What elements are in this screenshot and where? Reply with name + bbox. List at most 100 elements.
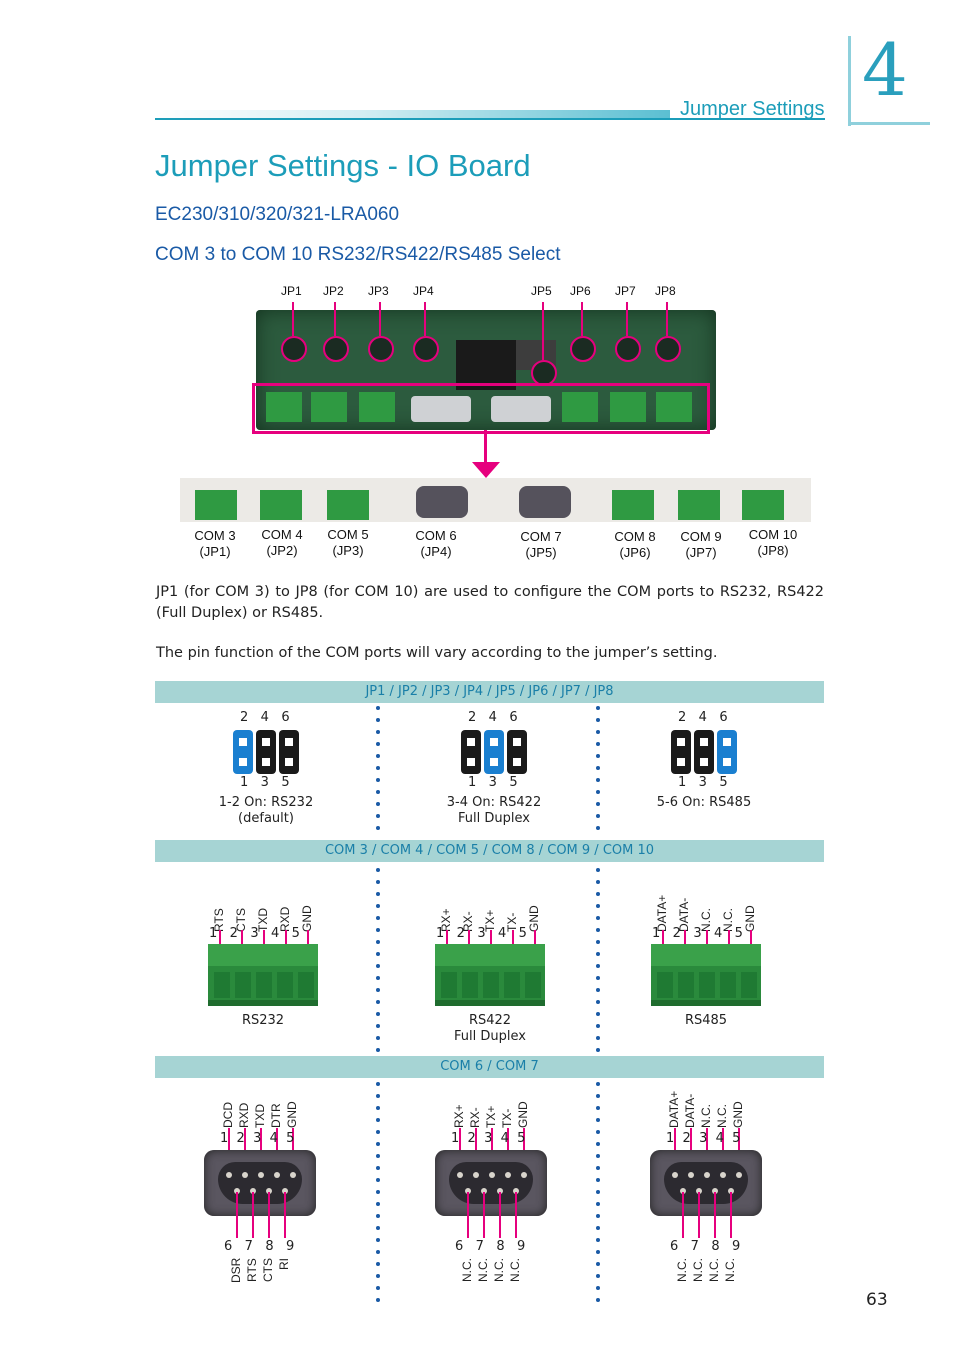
jumper-leader-line xyxy=(292,302,294,336)
divider-dot xyxy=(376,904,380,908)
terminal-signal-label: TX+ xyxy=(483,909,497,932)
divider-dot xyxy=(376,1238,380,1242)
jumper-cap-off xyxy=(694,730,714,774)
db9-pin xyxy=(234,1188,240,1194)
divider-dot xyxy=(596,790,600,794)
divider-dot xyxy=(376,1154,380,1158)
terminal-block-body xyxy=(435,966,545,1006)
board-terminal xyxy=(359,392,395,422)
divider-dot xyxy=(376,718,380,722)
com-port-name: COM 10 xyxy=(748,527,798,542)
jumper-pin-numbers-bottom: 1 3 5 xyxy=(678,775,728,790)
arrow-shaft xyxy=(484,430,487,464)
divider-dot xyxy=(596,730,600,734)
jumper-leader-line xyxy=(379,302,381,336)
jumper-leader-line xyxy=(626,302,628,336)
divider-dot xyxy=(596,1250,600,1254)
board-terminal xyxy=(562,392,598,422)
terminal-signal-label: RX- xyxy=(461,911,475,932)
page-number: 63 xyxy=(866,1290,888,1310)
db9-top-pin-numbers: 1 2 3 4 5 xyxy=(666,1131,741,1146)
terminal-screw xyxy=(462,972,478,998)
divider-dot xyxy=(596,1274,600,1278)
divider-dot xyxy=(376,1118,380,1122)
jumper-pin-numbers-top: 2 4 6 xyxy=(240,710,290,725)
db9-bottom-pin-line xyxy=(730,1192,732,1238)
db9-pin xyxy=(266,1188,272,1194)
db9-face xyxy=(449,1162,533,1204)
db9-bottom-pin-numbers: 6 7 8 9 xyxy=(224,1239,295,1254)
divider-dot xyxy=(376,868,380,872)
divider-dot xyxy=(376,880,380,884)
jumper-pin xyxy=(239,758,247,766)
jumper-pin xyxy=(513,758,521,766)
terminal-screw xyxy=(277,972,293,998)
divider-dot xyxy=(596,1048,600,1052)
divider-dot xyxy=(596,952,600,956)
jumper-pin xyxy=(490,738,498,746)
com-port-jumper: (JP6) xyxy=(619,545,651,560)
db9-pin xyxy=(242,1172,248,1178)
db9-bottom-pin-line xyxy=(252,1192,254,1238)
divider-dot xyxy=(596,1130,600,1134)
com-port-name: COM 9 xyxy=(680,529,722,544)
terminal-block-top xyxy=(208,944,318,968)
db9-bottom-pin-line xyxy=(499,1192,501,1238)
terminal-screw xyxy=(256,972,272,998)
com-port-label: COM 10(JP8) xyxy=(738,527,808,559)
divider-dot xyxy=(376,988,380,992)
jumper-cap-on xyxy=(717,730,737,774)
divider-dot xyxy=(376,1190,380,1194)
db9-pin xyxy=(672,1172,678,1178)
divider-dot xyxy=(376,1130,380,1134)
jumper-marker-3 xyxy=(368,336,394,362)
jumper-marker-4 xyxy=(413,336,439,362)
divider-dot xyxy=(596,928,600,932)
divider-dot xyxy=(596,1214,600,1218)
terminal-signal-label: GND xyxy=(743,905,757,932)
db9-connector xyxy=(435,1150,547,1216)
divider-dot xyxy=(376,1250,380,1254)
divider-dot xyxy=(376,826,380,830)
db9-pin xyxy=(736,1172,742,1178)
db9-top-signal-label: GND xyxy=(516,1101,530,1128)
divider-dot xyxy=(376,766,380,770)
chapter-frame-vertical xyxy=(848,36,851,126)
db9-bottom-pin-line xyxy=(483,1192,485,1238)
strip-db9 xyxy=(519,486,571,518)
jumper-pin xyxy=(700,738,708,746)
divider-dot xyxy=(596,754,600,758)
com-port-label: COM 9(JP7) xyxy=(666,529,736,561)
divider-dot xyxy=(596,880,600,884)
divider-dot xyxy=(596,1142,600,1146)
divider-dot xyxy=(596,814,600,818)
terminal-screw xyxy=(298,972,314,998)
terminal-pin-numbers: 1 2 3 4 5 xyxy=(209,926,300,941)
jumper-label-3: JP3 xyxy=(368,284,389,298)
divider-dot xyxy=(376,940,380,944)
jumper-marker-7 xyxy=(615,336,641,362)
com-port-name: COM 3 xyxy=(194,528,236,543)
divider-dot xyxy=(596,1012,600,1016)
jumper-leader-line xyxy=(581,302,583,336)
divider-dot xyxy=(596,964,600,968)
header-gradient-bar xyxy=(155,110,670,120)
divider-dot xyxy=(596,826,600,830)
divider-dot xyxy=(376,1298,380,1302)
jumper-leader-line xyxy=(334,302,336,336)
jumper-pin xyxy=(513,738,521,746)
terminal-caption-note: Full Duplex xyxy=(454,1029,526,1044)
board-db9-right xyxy=(491,396,551,422)
terminal-block-top xyxy=(435,944,545,968)
db9-pin xyxy=(712,1188,718,1194)
band-terminal-ports: COM 3 / COM 4 / COM 5 / COM 8 / COM 9 / … xyxy=(155,840,824,862)
db9-pin xyxy=(258,1172,264,1178)
description-paragraph: JP1 (for COM 3) to JP8 (for COM 10) are … xyxy=(156,584,824,621)
db9-bottom-pin-line xyxy=(698,1192,700,1238)
divider-dot xyxy=(376,790,380,794)
divider-dot xyxy=(376,730,380,734)
divider-dot xyxy=(376,1226,380,1230)
divider-dot xyxy=(596,706,600,710)
terminal-screw xyxy=(504,972,520,998)
db9-pin xyxy=(696,1188,702,1194)
